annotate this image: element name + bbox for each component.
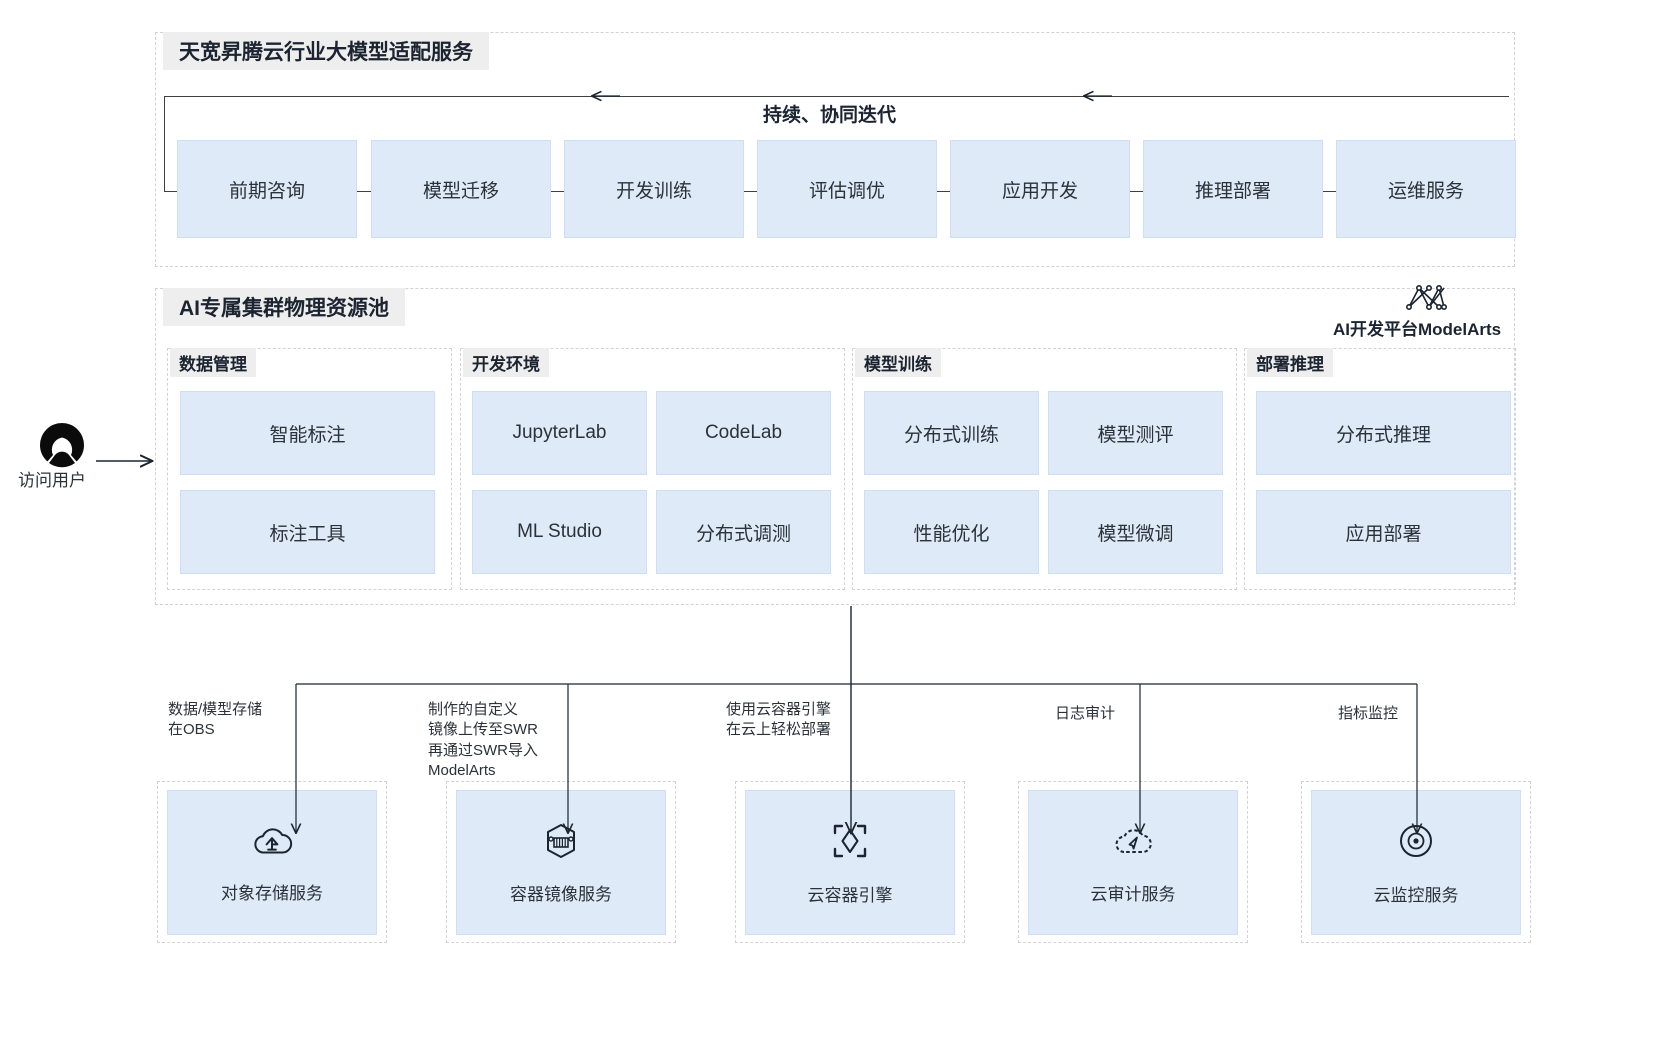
- service-box-obs[interactable]: 对象存储服务: [167, 790, 377, 935]
- service-label: 云审计服务: [1090, 884, 1176, 904]
- cloud-upload-icon: [250, 822, 294, 865]
- service-frame: [735, 781, 965, 943]
- flow-annotation: 制作的自定义 镜像上传至SWR 再通过SWR导入 ModelArts: [428, 701, 538, 779]
- service-label: 容器镜像服务: [510, 884, 612, 904]
- container-engine-icon: [829, 820, 871, 867]
- cloud-monitor-icon: [1395, 820, 1437, 867]
- capability-box[interactable]: 模型微调: [1048, 490, 1223, 574]
- service-frame: [446, 781, 676, 943]
- group-title-deploy-inference: 部署推理: [1247, 348, 1333, 377]
- service-label: 云监控服务: [1373, 885, 1459, 905]
- service-label: 云容器引擎: [807, 885, 893, 905]
- group-frame-data-management: [167, 348, 452, 590]
- container-image-icon: [539, 821, 583, 866]
- user-avatar-icon: [40, 423, 84, 468]
- capability-box[interactable]: 性能优化: [864, 490, 1039, 574]
- group-title-data-management: 数据管理: [170, 348, 256, 377]
- capability-box[interactable]: ML Studio: [472, 490, 647, 574]
- stage-box[interactable]: 前期咨询: [177, 140, 357, 238]
- stage-box[interactable]: 评估调优: [757, 140, 937, 238]
- service-frame: [1301, 781, 1531, 943]
- stage-box[interactable]: 模型迁移: [371, 140, 551, 238]
- capability-box[interactable]: 分布式推理: [1256, 391, 1511, 475]
- capability-box[interactable]: CodeLab: [656, 391, 831, 475]
- capability-box[interactable]: 标注工具: [180, 490, 435, 574]
- service-frame: [157, 781, 387, 943]
- capability-box[interactable]: 模型测评: [1048, 391, 1223, 475]
- cloud-audit-icon: [1111, 821, 1155, 866]
- service-box-cce[interactable]: 云容器引擎: [745, 790, 955, 935]
- service-frame: [1018, 781, 1248, 943]
- service-box-swr[interactable]: 容器镜像服务: [456, 790, 666, 935]
- group-title-model-training: 模型训练: [855, 348, 941, 377]
- group-frame-deploy-inference: [1244, 348, 1516, 590]
- iteration-label: 持续、协同迭代: [763, 105, 897, 126]
- flow-annotation: 指标监控: [1338, 705, 1399, 722]
- stage-box[interactable]: 开发训练: [564, 140, 744, 238]
- actor-label: 访问用户: [18, 471, 86, 490]
- flow-annotation: 日志审计: [1055, 705, 1116, 722]
- service-box-ces[interactable]: 云监控服务: [1311, 790, 1521, 935]
- group-title-dev-environment: 开发环境: [463, 348, 549, 377]
- flow-annotation: 数据/模型存储 在OBS: [168, 701, 263, 739]
- stage-box[interactable]: 应用开发: [950, 140, 1130, 238]
- group-frame-dev-environment: [460, 348, 845, 590]
- service-label: 对象存储服务: [221, 883, 323, 903]
- top-section-title: 天宽昇腾云行业大模型适配服务: [163, 32, 489, 70]
- capability-box[interactable]: 分布式训练: [864, 391, 1039, 475]
- group-frame-model-training: [852, 348, 1237, 590]
- flow-annotation: 使用云容器引擎 在云上轻松部署: [726, 701, 832, 739]
- stage-box[interactable]: 运维服务: [1336, 140, 1516, 238]
- stage-box[interactable]: 推理部署: [1143, 140, 1323, 238]
- capability-box[interactable]: 智能标注: [180, 391, 435, 475]
- capability-box[interactable]: 分布式调测: [656, 490, 831, 574]
- modelarts-platform-label: AI开发平台ModelArts: [1333, 320, 1502, 339]
- middle-section-frame: [155, 288, 1515, 605]
- service-box-cts[interactable]: 云审计服务: [1028, 790, 1238, 935]
- capability-box[interactable]: JupyterLab: [472, 391, 647, 475]
- middle-section-title: AI专属集群物理资源池: [163, 288, 405, 326]
- capability-box[interactable]: 应用部署: [1256, 490, 1511, 574]
